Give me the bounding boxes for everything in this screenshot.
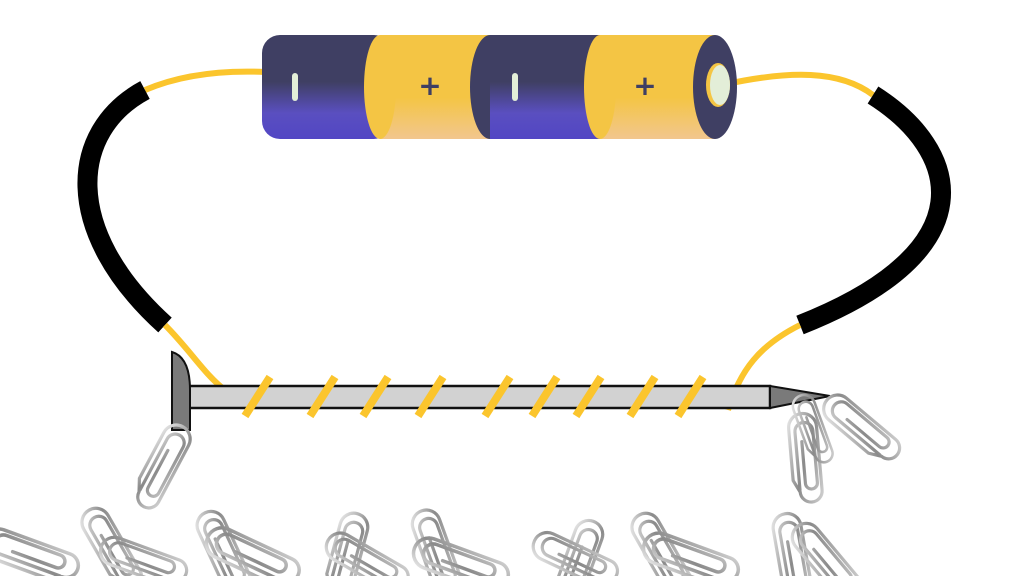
- negative-mark-icon: [512, 73, 518, 101]
- negative-mark-icon: [292, 73, 298, 101]
- paperclips-nail-head: [126, 418, 197, 514]
- battery-right: +: [470, 35, 737, 139]
- wire-left: [77, 68, 266, 393]
- coil: [241, 374, 707, 419]
- nail: [171, 350, 831, 431]
- battery-left: +: [262, 35, 490, 139]
- positive-label: +: [633, 69, 656, 102]
- paperclip-pile: [0, 501, 867, 576]
- positive-label: +: [418, 69, 441, 102]
- paperclips-nail-tip: [785, 387, 906, 506]
- nail-head: [171, 350, 191, 431]
- positive-terminal: [710, 65, 730, 105]
- wire-right: [721, 71, 951, 411]
